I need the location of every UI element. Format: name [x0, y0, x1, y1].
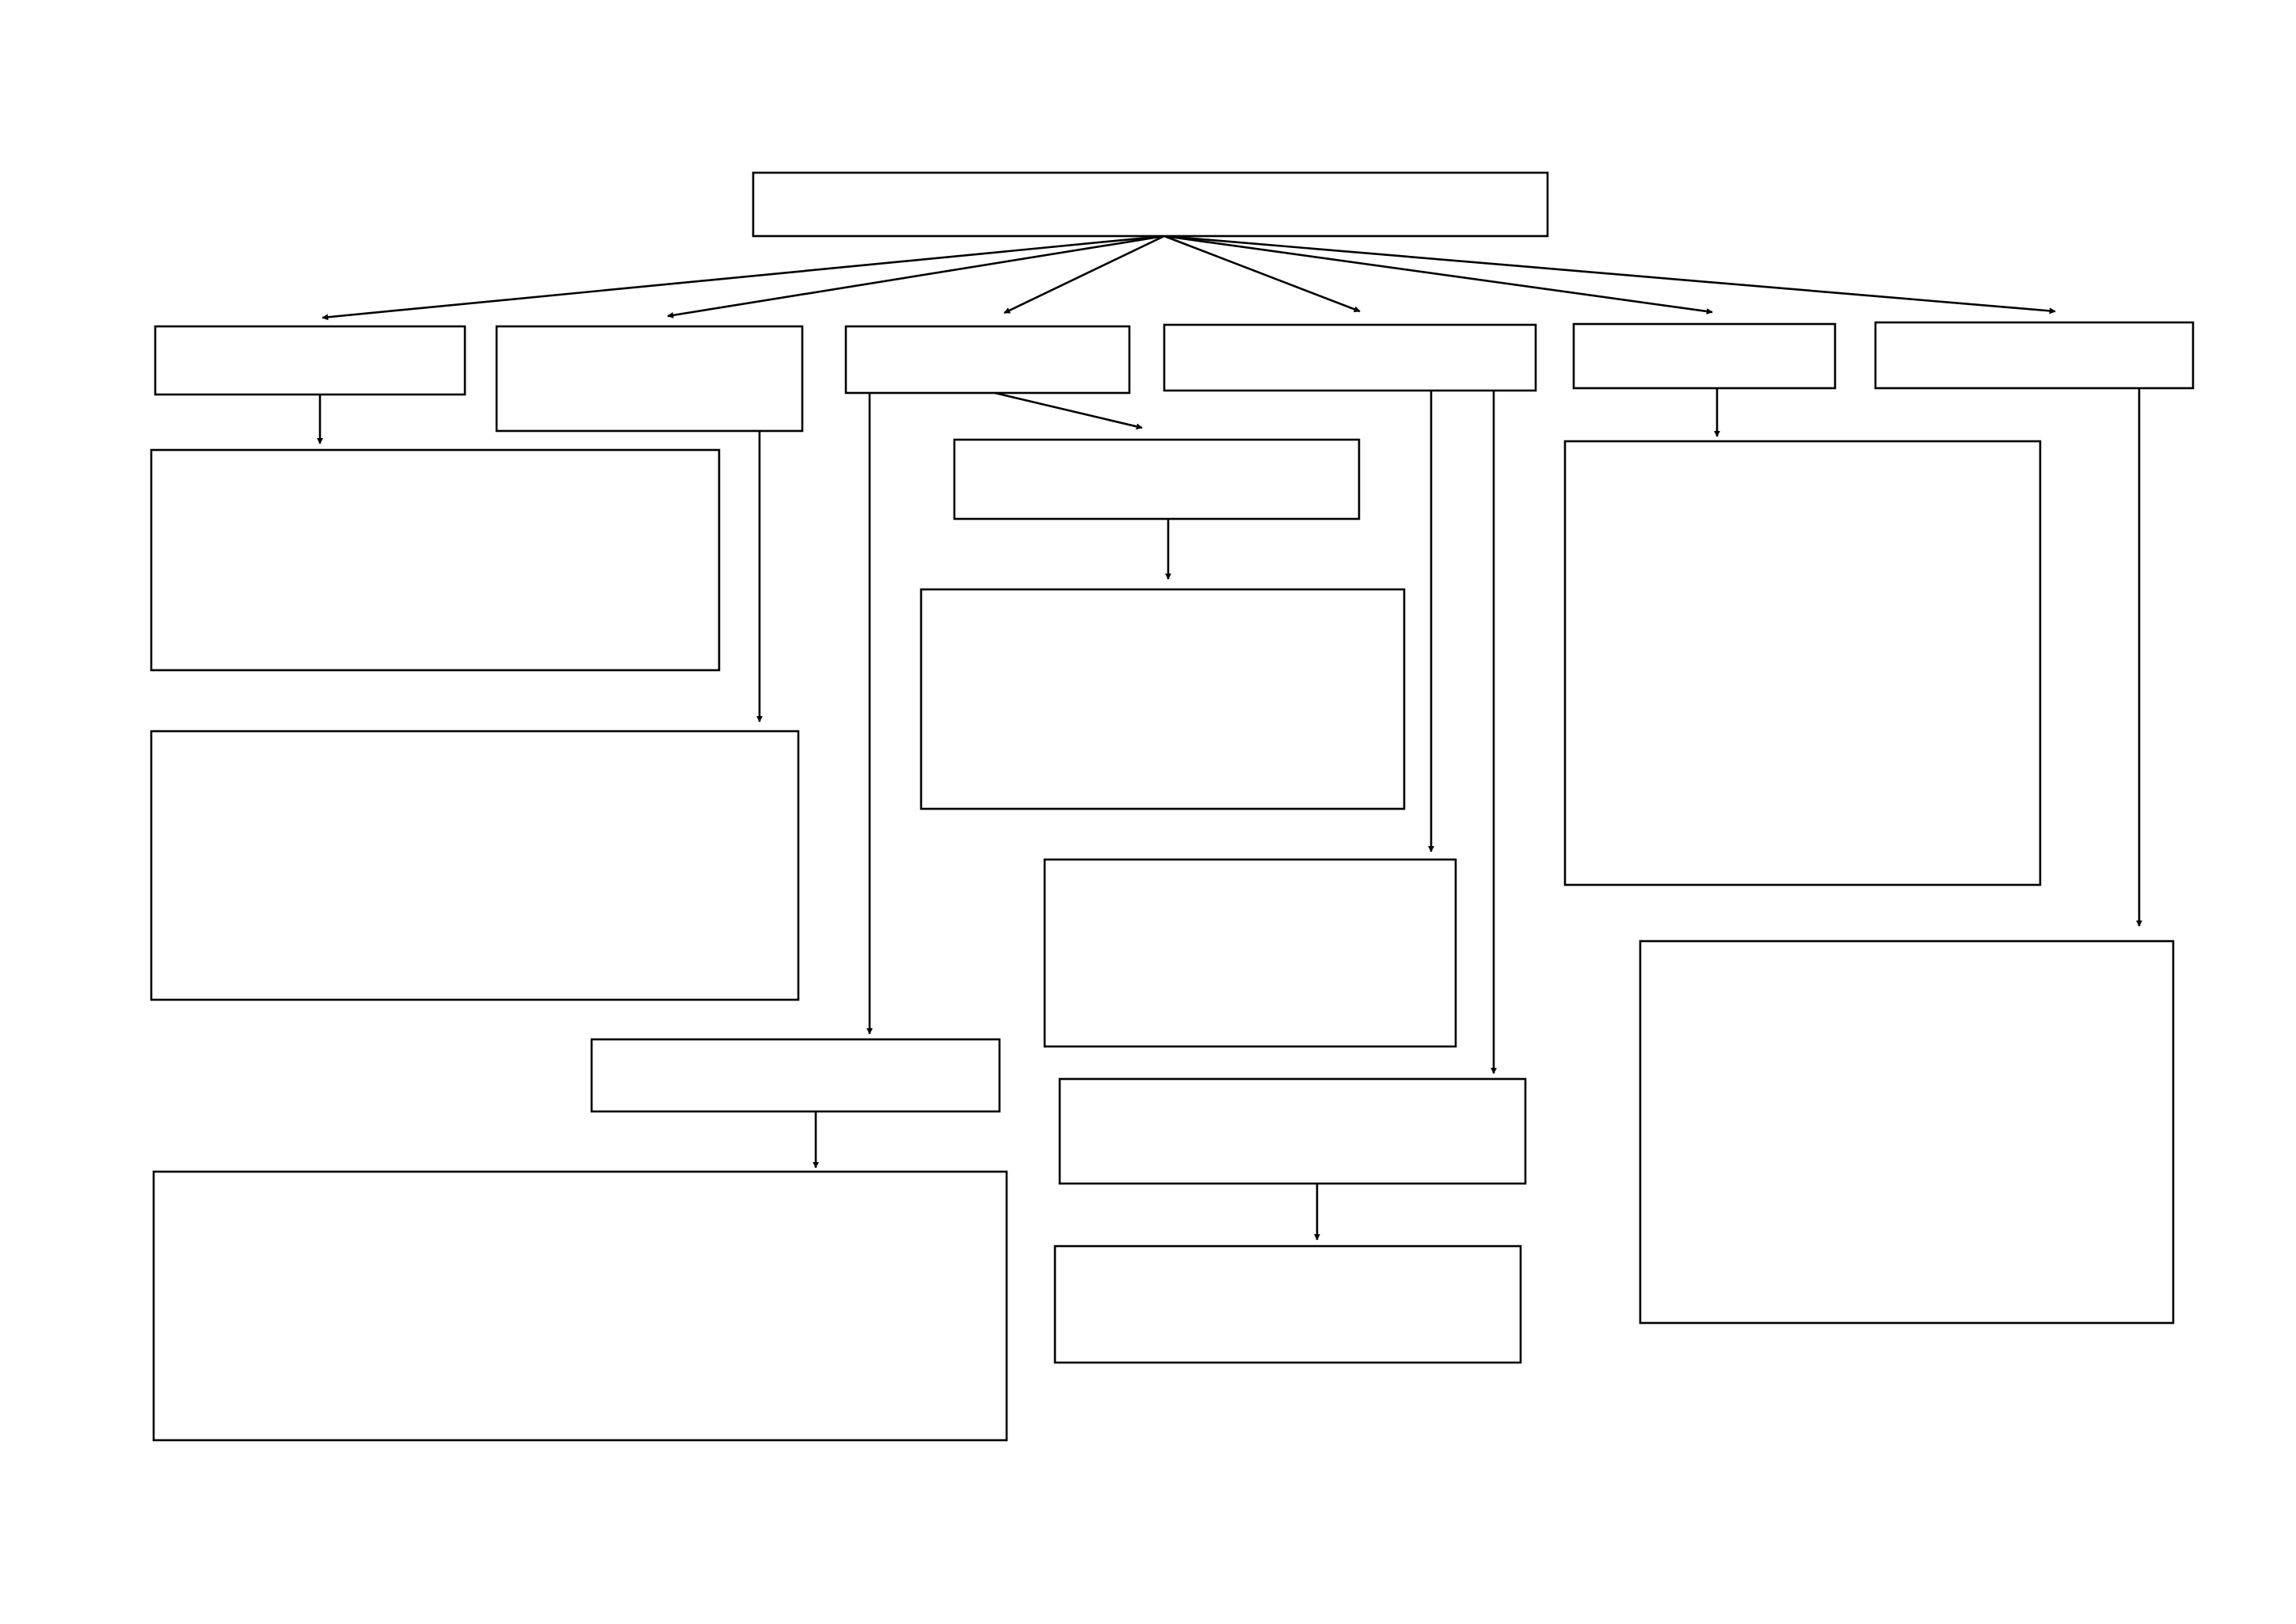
arrow-root-to-l1e: [1163, 234, 1713, 315]
flow-box-c_sub_detail: [920, 588, 1406, 810]
flow-box-frame: [1563, 440, 2042, 886]
flow-box-l1a: [154, 325, 466, 396]
flow-box-d_low: [1058, 1077, 1527, 1185]
flow-box-frame: [1058, 1077, 1527, 1185]
boxes-layer: [150, 171, 2195, 1442]
flow-box-l1b: [495, 325, 804, 433]
flow-box-frame: [752, 171, 1549, 238]
flow-box-frame: [495, 325, 804, 433]
arrow-l1c-to-c_sub: [994, 391, 1143, 430]
flow-box-e_detail: [1563, 440, 2042, 886]
flow-box-frame: [1053, 1245, 1522, 1364]
flow-box-frame: [590, 1038, 1001, 1113]
flow-box-frame: [1639, 940, 2175, 1325]
flow-box-frame: [150, 448, 721, 672]
flow-box-root: [752, 171, 1549, 238]
arrow-root-to-l1b: [667, 234, 1165, 318]
arrow-root-to-l1a: [322, 234, 1165, 321]
flow-box-frame: [953, 438, 1361, 520]
connectors-layer: [317, 234, 2142, 1241]
flow-box-c_long_detail: [152, 1170, 1008, 1442]
flow-box-l1d: [1163, 323, 1537, 392]
arrow-root-to-l1d: [1163, 234, 1361, 313]
flow-box-frame: [1043, 858, 1457, 1048]
flow-box-frame: [1572, 322, 1837, 390]
flow-box-frame: [1163, 323, 1537, 392]
flow-box-frame: [150, 730, 800, 1001]
flow-box-f_detail: [1639, 940, 2175, 1325]
flow-box-frame: [1874, 321, 2195, 390]
flow-box-frame: [844, 325, 1131, 395]
flow-box-frame: [920, 588, 1406, 810]
flow-box-d_mid: [1043, 858, 1457, 1048]
flow-box-frame: [152, 1170, 1008, 1442]
flow-box-frame: [154, 325, 466, 396]
arrow-root-to-l1f: [1163, 234, 2056, 315]
flow-box-l1e: [1572, 322, 1837, 390]
flow-box-c_sub: [953, 438, 1361, 520]
flow-box-l1c: [844, 325, 1131, 395]
arrow-root-to-l1c: [1003, 234, 1165, 315]
flow-box-b_detail: [150, 730, 800, 1001]
flow-box-c_long: [590, 1038, 1001, 1113]
flow-box-d_low_detail: [1053, 1245, 1522, 1364]
flow-box-a_detail: [150, 448, 721, 672]
flow-box-l1f: [1874, 321, 2195, 390]
